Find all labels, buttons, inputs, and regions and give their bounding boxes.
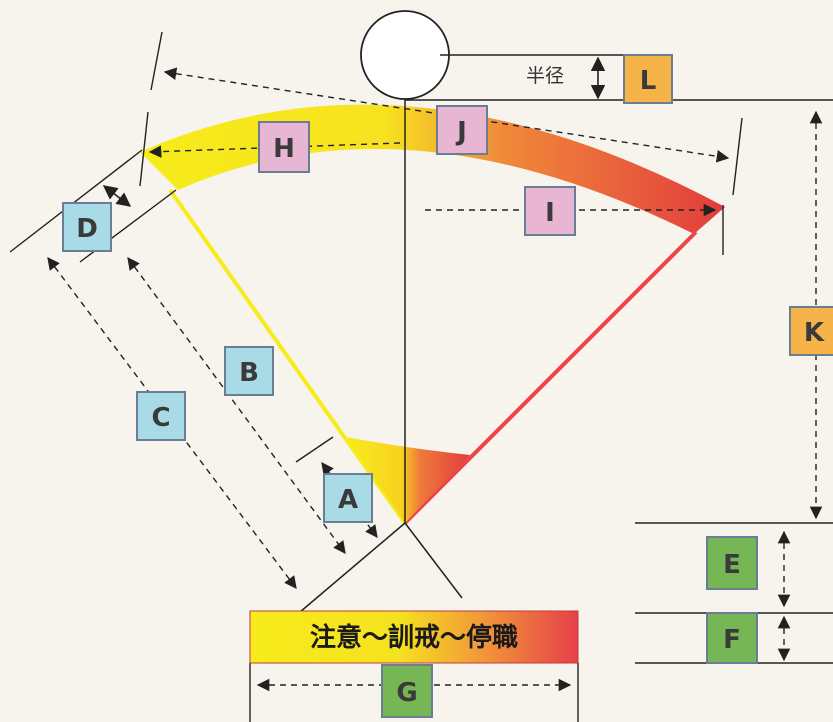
gradient-bar-text: 注意〜訓戒〜停職 <box>310 622 518 653</box>
label-box-C: C <box>136 391 186 441</box>
label-box-I: I <box>524 186 576 236</box>
label-J: J <box>455 117 467 147</box>
a-tick <box>295 436 334 463</box>
tick-left <box>139 111 149 187</box>
label-E: E <box>723 550 741 580</box>
right-radial-line <box>403 230 698 525</box>
label-A: A <box>338 485 358 515</box>
label-box-J: J <box>436 105 488 155</box>
tick-top-left <box>150 31 163 91</box>
label-H: H <box>273 134 295 164</box>
label-C: C <box>151 403 170 433</box>
label-box-B: B <box>224 346 274 396</box>
label-B: B <box>239 358 259 388</box>
ball-circle <box>360 10 450 100</box>
radius-label: 半径 <box>526 65 564 87</box>
label-box-E: E <box>706 536 758 590</box>
arc-band <box>140 104 725 235</box>
label-box-H: H <box>258 121 310 173</box>
label-D: D <box>76 214 98 244</box>
figure-right-leg <box>404 522 463 599</box>
figure-left-leg <box>299 522 406 613</box>
label-box-G: G <box>381 664 433 718</box>
tick-right <box>732 117 743 196</box>
d-line-outer <box>9 149 143 253</box>
d-arrow <box>102 185 132 207</box>
label-L: L <box>640 66 657 96</box>
label-box-K: K <box>789 306 833 356</box>
j-arrow <box>163 67 730 163</box>
label-G: G <box>396 678 417 708</box>
label-I: I <box>545 198 555 228</box>
label-box-L: L <box>623 54 673 104</box>
label-F: F <box>723 625 741 655</box>
inner-wedge <box>346 437 470 523</box>
label-box-F: F <box>706 612 758 664</box>
c-arrow <box>47 256 297 590</box>
label-K: K <box>804 318 825 348</box>
gradient-bar <box>249 610 579 664</box>
label-box-D: D <box>62 202 112 252</box>
label-box-A: A <box>323 473 373 523</box>
